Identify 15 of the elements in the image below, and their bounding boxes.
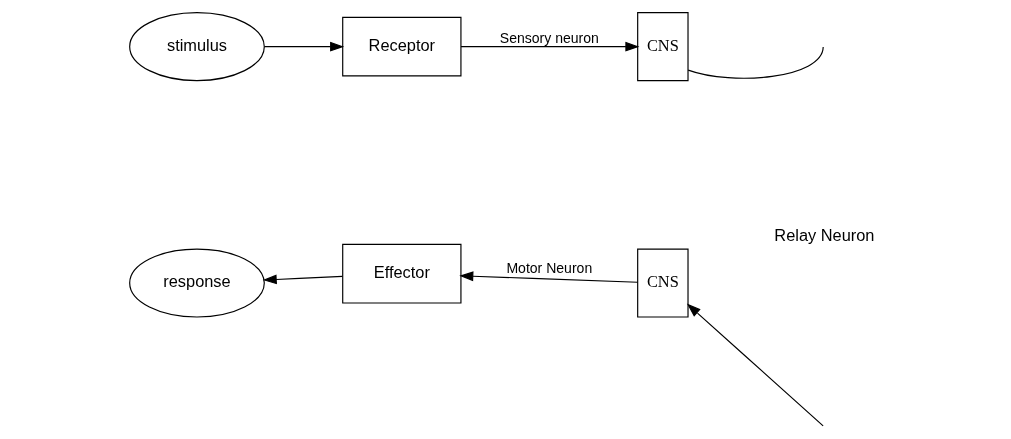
- node-box: Effector: [341, 243, 462, 304]
- arrow: [263, 41, 344, 52]
- node-ellipse: response: [128, 248, 265, 318]
- edge-label: Motor Neuron: [505, 260, 592, 277]
- connector: [687, 46, 824, 79]
- node-box: CNS: [636, 248, 689, 318]
- node-ellipse: stimulus: [128, 12, 265, 82]
- label: Relay Neuron: [773, 225, 874, 244]
- arrow: [459, 41, 639, 52]
- arrow: [458, 271, 638, 283]
- node-box: CNS: [636, 12, 689, 82]
- arrow: [686, 303, 824, 427]
- edge-label: Sensory neuron: [499, 29, 599, 46]
- node-box: Receptor: [341, 16, 462, 77]
- arrow: [262, 274, 343, 285]
